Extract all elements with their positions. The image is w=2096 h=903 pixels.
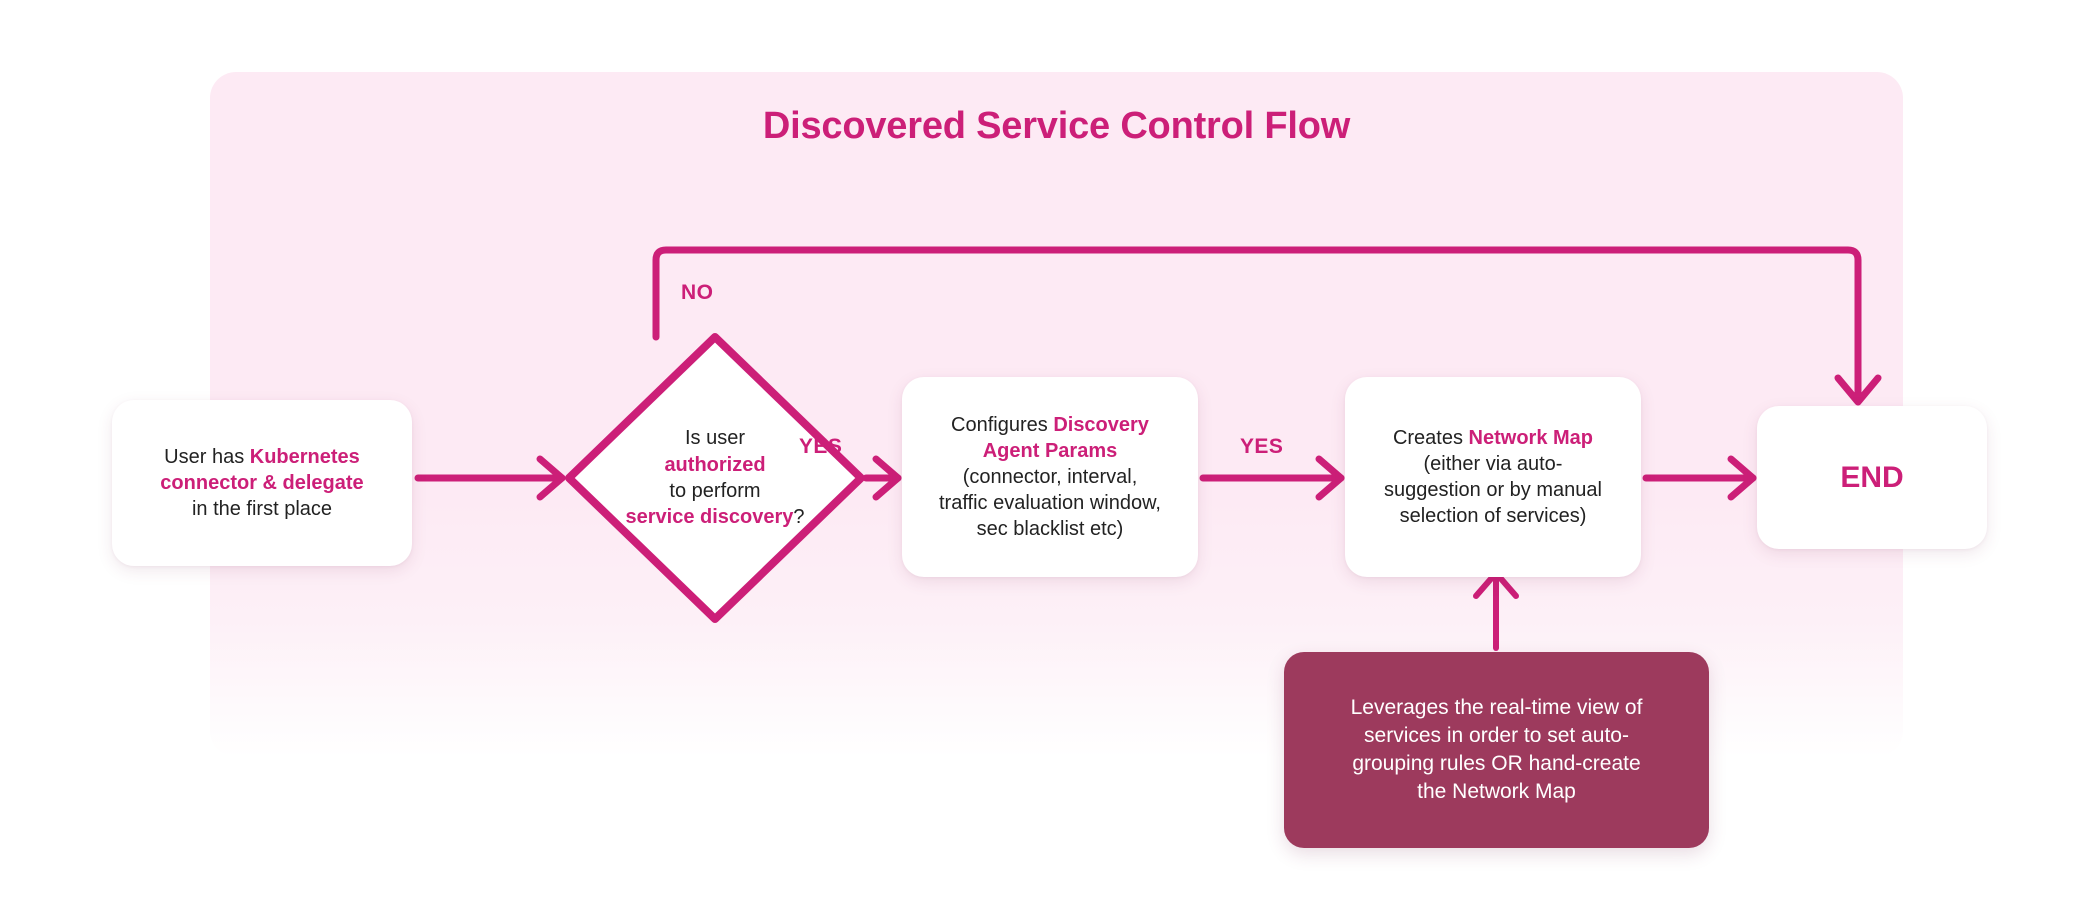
node-params-line2-highlight: Agent Params — [982, 440, 1118, 462]
node-decision[interactable]: Is user authorized to perform service di… — [565, 333, 865, 623]
node-params-line1-highlight: Discovery — [1053, 414, 1149, 436]
node-decision-line3-plain: to perform — [669, 480, 761, 502]
node-decision-line4-highlight: service discovery — [625, 506, 794, 529]
node-params-line5-plain: sec blacklist etc) — [976, 518, 1124, 540]
node-netmap-line3-plain: suggestion or by manual — [1384, 479, 1602, 501]
node-note-line2: services in order to set auto- — [1364, 723, 1629, 747]
node-prereq-line2-highlight: connector & delegate — [160, 472, 364, 494]
node-prereq-line1-plain: User has — [164, 446, 250, 468]
node-note-text: Leverages the real-time view of services… — [1351, 694, 1643, 807]
node-netmap-line1-highlight: Network Map — [1468, 427, 1594, 449]
node-netmap-line4-plain: selection of services) — [1399, 505, 1587, 527]
edge-label-no: NO — [681, 281, 714, 304]
node-decision-line1-plain: Is user — [684, 427, 746, 450]
node-note-line4: the Network Map — [1417, 780, 1576, 804]
node-netmap-line2-plain: (either via auto- — [1423, 453, 1563, 475]
node-decision-line2-highlight: authorized — [664, 453, 766, 476]
node-prereq-text: User has Kubernetes connector & delegate… — [160, 444, 363, 522]
page-title: Discovered Service Control Flow — [762, 105, 1351, 147]
node-prereq-line3-plain: in the first place — [191, 498, 333, 520]
node-note-line1: Leverages the real-time view of — [1350, 695, 1643, 719]
node-prereq[interactable]: User has Kubernetes connector & delegate… — [112, 400, 412, 566]
node-params-text: Configures Discovery Agent Params (conne… — [939, 412, 1161, 542]
node-note[interactable]: Leverages the real-time view of services… — [1284, 652, 1709, 848]
node-netmap-line1-plain: Creates — [1392, 427, 1469, 449]
node-params-line3-plain: (connector, interval, — [962, 466, 1138, 488]
node-netmap[interactable]: Creates Network Map (either via auto- su… — [1345, 377, 1641, 577]
node-params-line4-plain: traffic evaluation window, — [939, 492, 1161, 514]
node-prereq-line1-highlight: Kubernetes — [249, 446, 360, 468]
edge-label-yes-2: YES — [1240, 435, 1284, 458]
node-end[interactable]: END — [1757, 406, 1987, 549]
edge-label-yes-1: YES — [799, 435, 843, 458]
node-decision-text: Is user authorized to perform service di… — [565, 333, 865, 623]
node-note-line3: grouping rules OR hand-create — [1352, 752, 1641, 775]
node-decision-line4-suffix: ? — [793, 506, 805, 529]
node-netmap-text: Creates Network Map (either via auto- su… — [1384, 425, 1602, 529]
node-params[interactable]: Configures Discovery Agent Params (conne… — [902, 377, 1198, 577]
node-params-line1-plain: Configures — [951, 414, 1054, 436]
